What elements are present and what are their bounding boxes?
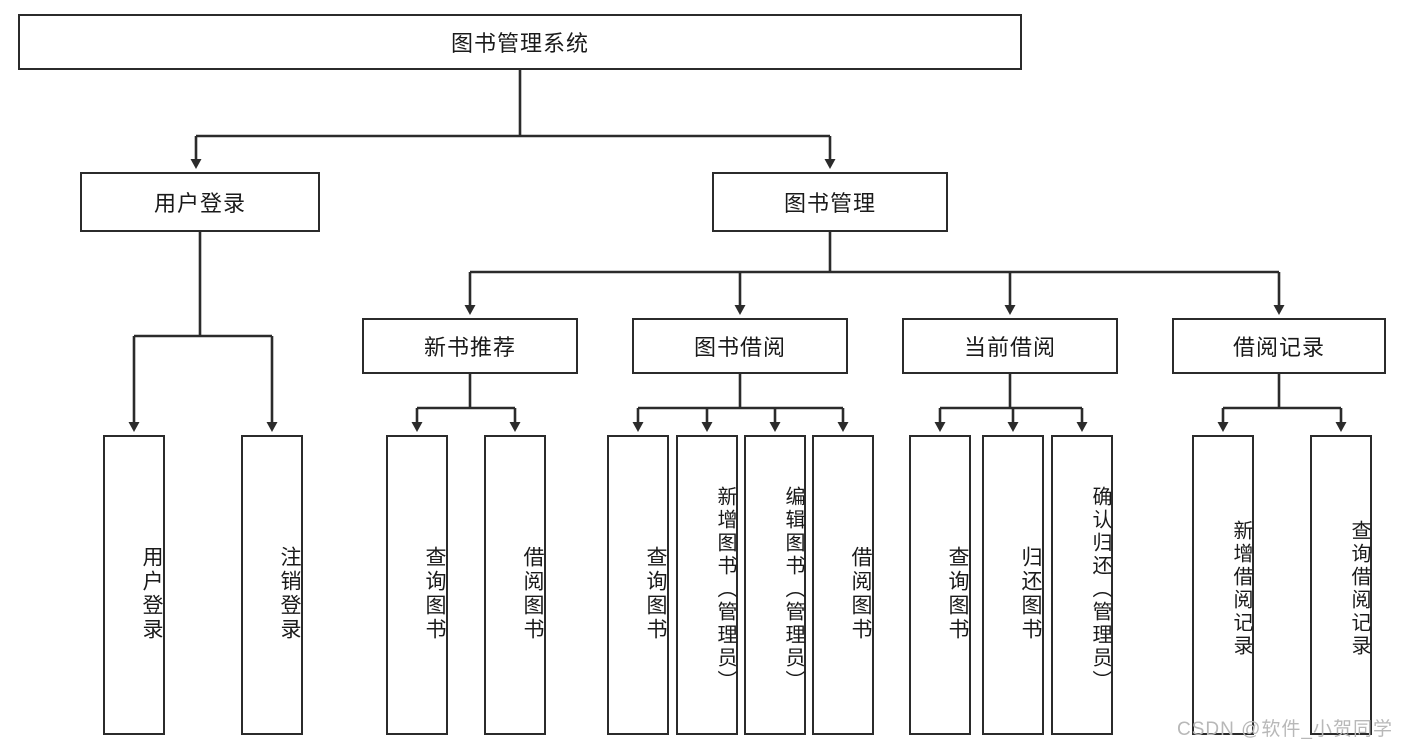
leaf-borrow-book-1[interactable]: 借阅图书 <box>484 435 546 735</box>
leaf-add-record-label: 新增借阅记录 <box>1230 520 1252 658</box>
node-user-login[interactable]: 用户登录 <box>80 172 320 232</box>
leaf-add-book[interactable]: 新增图书（管理员） <box>676 435 738 735</box>
leaf-query-record[interactable]: 查询借阅记录 <box>1310 435 1372 735</box>
leaf-user-login-label: 用户登录 <box>140 546 163 642</box>
node-borrow-record[interactable]: 借阅记录 <box>1172 318 1386 374</box>
leaf-borrow-book-2-label: 借阅图书 <box>849 546 872 642</box>
leaf-borrow-book-2[interactable]: 借阅图书 <box>812 435 874 735</box>
node-book-manage[interactable]: 图书管理 <box>712 172 948 232</box>
leaf-logout[interactable]: 注销登录 <box>241 435 303 735</box>
csdn-watermark: CSDN @软件_小贺同学 <box>1177 719 1393 740</box>
leaf-query-book-3-label: 查询图书 <box>946 546 969 642</box>
leaf-query-book-2-label: 查询图书 <box>644 546 667 642</box>
leaf-query-book-1[interactable]: 查询图书 <box>386 435 448 735</box>
leaf-query-record-label: 查询借阅记录 <box>1348 520 1370 658</box>
node-current-borrow-label: 当前借阅 <box>963 335 1056 360</box>
leaf-user-login[interactable]: 用户登录 <box>103 435 165 735</box>
node-user-login-label: 用户登录 <box>153 191 246 216</box>
leaf-edit-book-label: 编辑图书（管理员） <box>782 485 804 693</box>
leaf-query-book-1-label: 查询图书 <box>423 546 446 642</box>
node-borrow-record-label: 借阅记录 <box>1232 335 1325 360</box>
node-new-book-rec[interactable]: 新书推荐 <box>362 318 578 374</box>
node-book-borrow[interactable]: 图书借阅 <box>632 318 848 374</box>
node-new-book-rec-label: 新书推荐 <box>423 335 516 360</box>
leaf-return-book-label: 归还图书 <box>1019 546 1042 642</box>
leaf-borrow-book-1-label: 借阅图书 <box>521 546 544 642</box>
node-book-borrow-label: 图书借阅 <box>693 335 786 360</box>
leaf-return-book[interactable]: 归还图书 <box>982 435 1044 735</box>
node-book-manage-label: 图书管理 <box>783 191 876 216</box>
leaf-add-book-label: 新增图书（管理员） <box>714 485 736 693</box>
node-root[interactable]: 图书管理系统 <box>18 14 1022 70</box>
leaf-edit-book[interactable]: 编辑图书（管理员） <box>744 435 806 735</box>
leaf-confirm-return[interactable]: 确认归还（管理员） <box>1051 435 1113 735</box>
leaf-query-book-2[interactable]: 查询图书 <box>607 435 669 735</box>
node-root-label: 图书管理系统 <box>450 31 589 56</box>
leaf-confirm-return-label: 确认归还（管理员） <box>1089 485 1111 693</box>
leaf-logout-label: 注销登录 <box>278 546 301 642</box>
leaf-add-record[interactable]: 新增借阅记录 <box>1192 435 1254 735</box>
leaf-query-book-3[interactable]: 查询图书 <box>909 435 971 735</box>
node-current-borrow[interactable]: 当前借阅 <box>902 318 1118 374</box>
